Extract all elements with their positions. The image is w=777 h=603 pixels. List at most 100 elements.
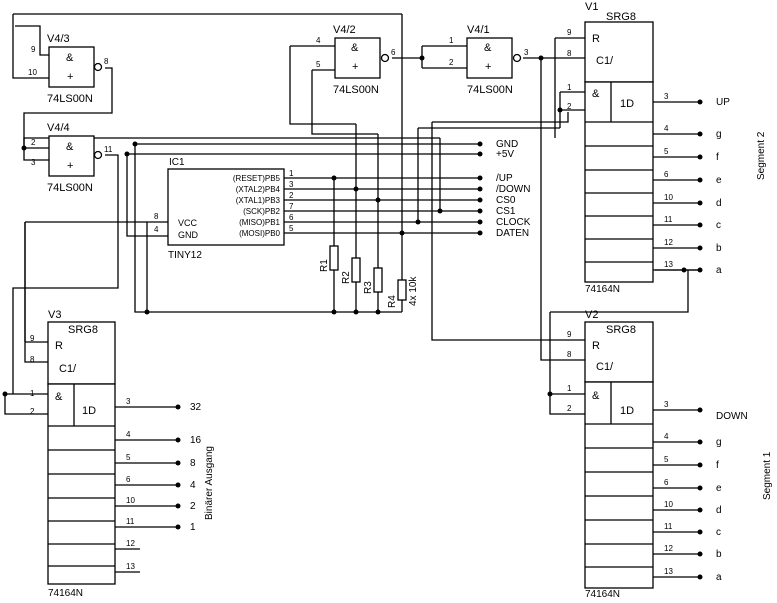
gate-v4-4: V4/4 & + 2 3 11 74LS00N <box>31 122 113 194</box>
v2-output-label: c <box>716 527 721 538</box>
gate-v4-1-pin-a: 1 <box>449 36 454 45</box>
gate-v4-1-pin-b: 2 <box>449 58 454 67</box>
gate-v4-4-plus: + <box>67 160 73 172</box>
terminal-up: /UP <box>496 173 513 184</box>
ic1-pin-label: (XTAL2)PB4 <box>236 185 281 194</box>
v1-pin: 2 <box>567 102 572 111</box>
gate-v4-3-pin-b: 10 <box>28 68 37 77</box>
gate-v4-1-plus: + <box>485 61 491 73</box>
gate-v4-3-amp: & <box>66 52 74 64</box>
v3-output-label: 2 <box>190 501 196 512</box>
v1-reset: R <box>592 33 600 45</box>
terminal-cs0: CS0 <box>496 195 516 206</box>
v3-out-pin: 6 <box>126 475 131 484</box>
v1-out-pin: 4 <box>664 124 669 133</box>
v3-output-label: 8 <box>190 458 196 469</box>
v2-clock: C1/ <box>596 361 614 373</box>
shift-register-v3: V3 SRG8 R C1/ & 1D 74164N 9 8 1 2 3 4 5 … <box>24 222 215 599</box>
gate-v4-4-pin-out: 11 <box>104 145 113 154</box>
v2-out-pin: 12 <box>664 544 673 553</box>
v3-output-label: 32 <box>190 402 202 413</box>
v3-ref: V3 <box>48 309 61 321</box>
ic1-pin-number: 1 <box>289 169 294 178</box>
v2-output-label: d <box>716 505 722 516</box>
gate-v4-3-plus: + <box>67 71 73 83</box>
v2-out-pin: 6 <box>664 478 669 487</box>
v3-out-pin: 13 <box>126 562 135 571</box>
gate-v4-1-amp: & <box>484 42 492 54</box>
v1-pin: 8 <box>567 49 572 58</box>
terminal-cs1: CS1 <box>496 206 516 217</box>
v2-pin: 8 <box>567 350 572 359</box>
v2-out-pin: 13 <box>664 567 673 576</box>
terminal-5v: +5V <box>496 149 514 160</box>
v1-out-pin: 6 <box>664 170 669 179</box>
v3-output-label: 4 <box>190 480 196 491</box>
v1-data: 1D <box>620 98 634 110</box>
v3-out-pin: 4 <box>126 430 131 439</box>
v3-title: SRG8 <box>68 324 98 336</box>
ic1-pin-number: 5 <box>289 224 294 233</box>
v1-chip: 74164N <box>585 284 620 295</box>
v3-data: 1D <box>82 405 96 417</box>
v3-output-label: 1 <box>190 522 196 533</box>
v1-output-label: g <box>716 129 722 140</box>
shift-register-v1: V1 SRG8 R C1/ & 1D 74164N 9 8 1 2 3 4 5 … <box>567 1 767 295</box>
ic1-vcc-pin: 8 <box>154 212 159 221</box>
v2-out-pin: 10 <box>664 500 673 509</box>
v3-out-pin: 10 <box>126 496 135 505</box>
ic1-pin-label: (MISO)PB1 <box>239 218 280 227</box>
v2-out-pin: 5 <box>664 455 669 464</box>
v2-pin: 9 <box>567 330 572 339</box>
resistor-r3: R3 <box>363 281 374 294</box>
ic1-gnd-label: GND <box>178 230 199 240</box>
v2-amp: & <box>592 390 600 402</box>
v3-pin: 8 <box>30 355 35 364</box>
ic1-tiny12: IC1 TINY12 VCC GND 8 4 (RESET)PB5 (XTAL2… <box>154 157 294 261</box>
terminal-gnd: GND <box>496 139 518 150</box>
gate-v4-1-pin-out: 3 <box>524 48 529 57</box>
v1-out-pin: 3 <box>664 92 669 101</box>
gate-v4-4-type: 74LS00N <box>47 182 93 194</box>
v1-output-label: f <box>716 152 719 163</box>
terminal-down: /DOWN <box>496 184 530 195</box>
gate-v4-3: V4/3 & + 9 10 8 74LS00N <box>28 33 109 105</box>
v1-output-label: a <box>716 265 722 276</box>
v3-reset: R <box>55 340 63 352</box>
v1-out-pin: 12 <box>664 238 673 247</box>
terminal-daten: DATEN <box>496 228 529 239</box>
gate-v4-2-ref: V4/2 <box>333 24 356 36</box>
v1-amp: & <box>592 88 600 100</box>
ic1-pin-label: (MOSI)PB0 <box>239 229 280 238</box>
v2-output-label: g <box>716 437 722 448</box>
gate-v4-1-ref: V4/1 <box>467 24 490 36</box>
v2-title: SRG8 <box>606 324 636 336</box>
v3-output-label: 16 <box>190 435 202 446</box>
v1-out-pin: 13 <box>664 260 673 269</box>
v1-out-pin: 5 <box>664 147 669 156</box>
gate-v4-3-pin-out: 8 <box>104 57 109 66</box>
wires <box>4 13 700 415</box>
v1-output-label: e <box>716 175 722 186</box>
v2-segment-label: Segment 1 <box>762 451 773 500</box>
gate-v4-4-pin-b: 3 <box>31 158 36 167</box>
gate-v4-3-pin-a: 9 <box>31 45 36 54</box>
v1-out-pin: 11 <box>664 215 673 224</box>
gate-v4-2-amp: & <box>351 42 359 54</box>
v1-output-label: b <box>716 243 722 254</box>
v1-output-label: c <box>716 220 721 231</box>
gate-v4-4-ref: V4/4 <box>47 122 70 134</box>
v1-segment-label: Segment 2 <box>756 131 767 180</box>
v1-pin: 9 <box>567 28 572 37</box>
ic1-type: TINY12 <box>168 250 202 261</box>
v2-pin: 2 <box>567 404 572 413</box>
ic1-pin-number: 3 <box>289 180 294 189</box>
v1-title: SRG8 <box>606 11 636 23</box>
v3-out-pin: 12 <box>126 539 135 548</box>
v2-output-label: f <box>716 460 719 471</box>
v1-output-label: UP <box>716 97 730 108</box>
v1-pin: 1 <box>567 83 572 92</box>
gate-v4-2: V4/2 & + 4 5 6 74LS00N <box>316 24 396 96</box>
v3-pin: 1 <box>30 389 35 398</box>
